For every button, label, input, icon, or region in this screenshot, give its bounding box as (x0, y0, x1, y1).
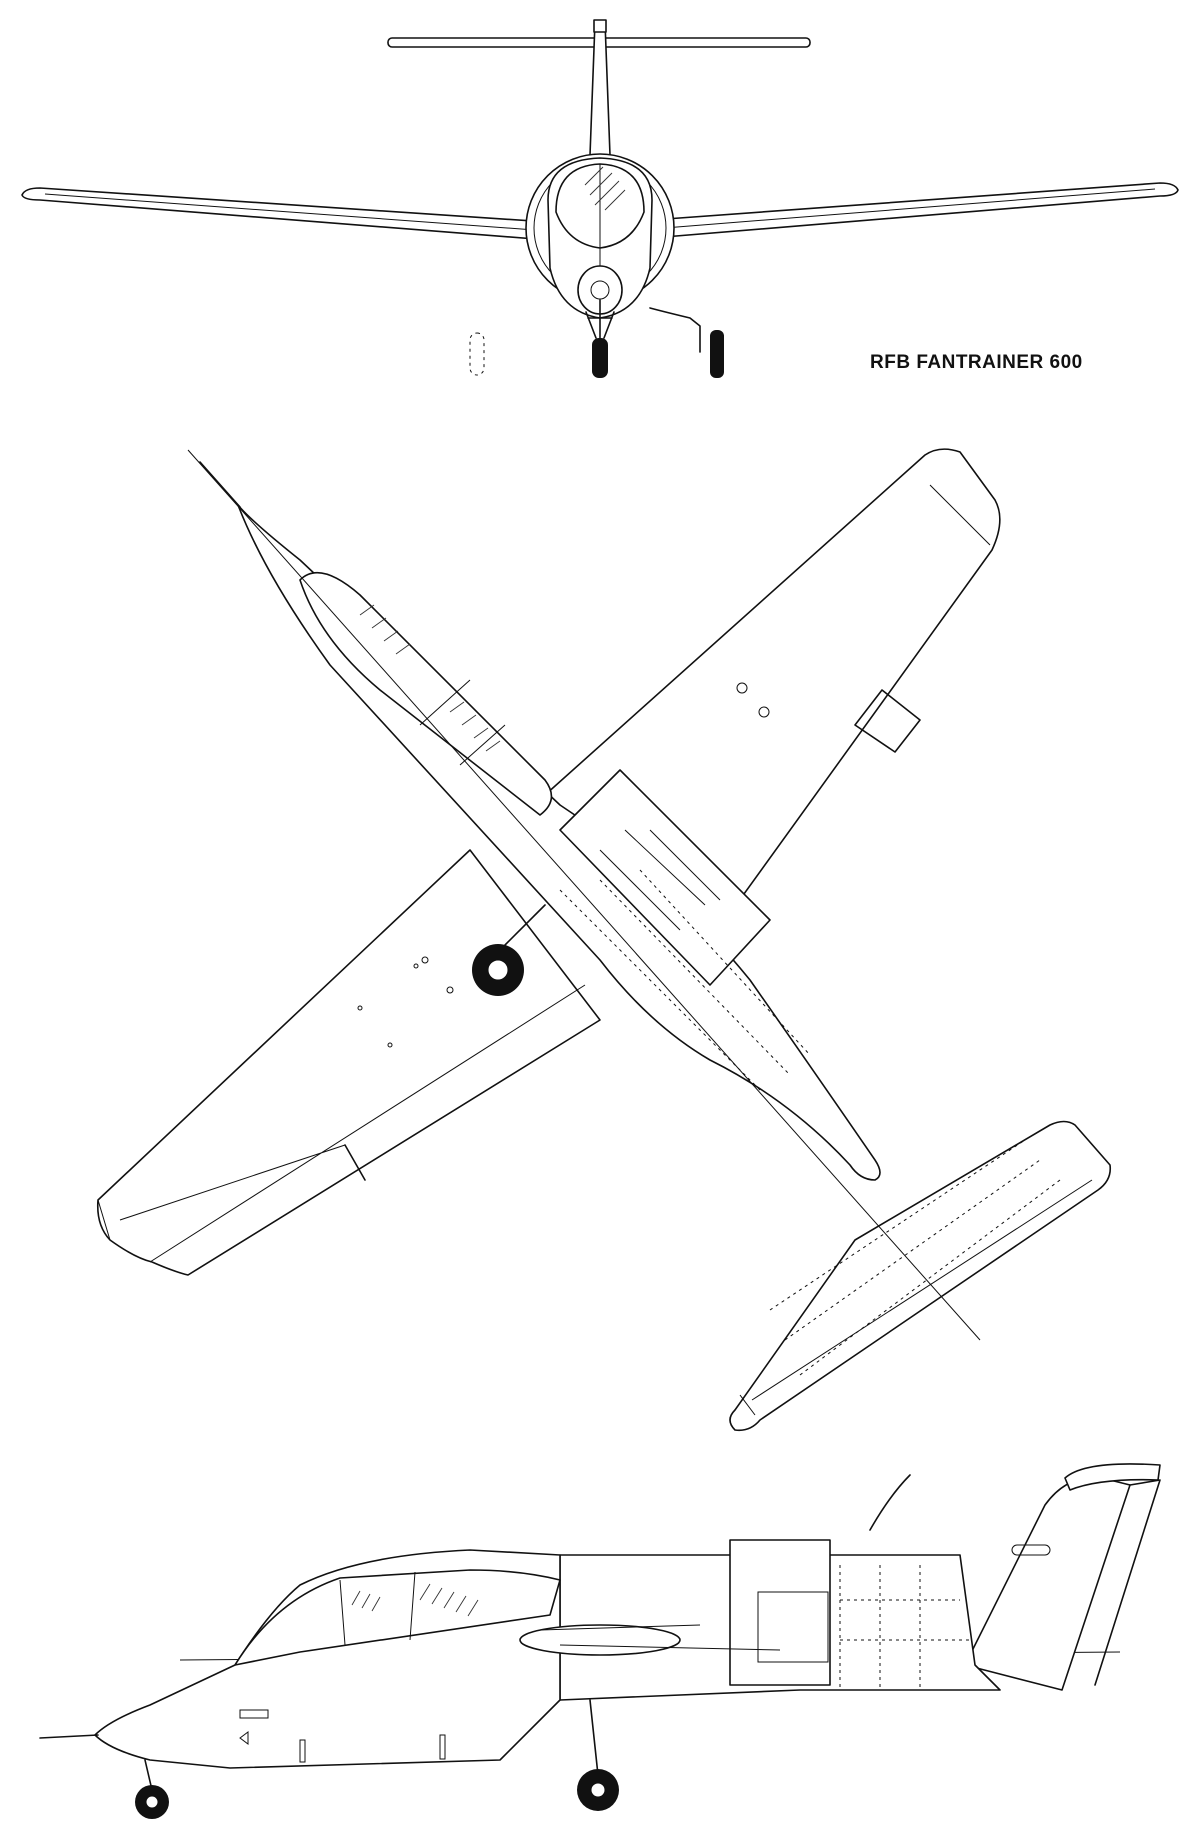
side-fan-housing (730, 1540, 830, 1685)
plan-view (98, 449, 1111, 1430)
plan-tailplane (730, 1122, 1110, 1431)
front-nose-wheel (592, 338, 608, 378)
plan-wing-left (98, 850, 600, 1275)
side-fin (965, 1478, 1130, 1690)
front-wing-left (22, 188, 548, 240)
front-main-wheel (710, 330, 724, 378)
drawing-title: RFB FANTRAINER 600 (870, 352, 1083, 373)
front-view (22, 20, 1178, 378)
side-canopy (235, 1570, 560, 1665)
side-wing-root (520, 1625, 680, 1655)
front-wing-right (652, 183, 1178, 238)
plan-fan-duct (560, 770, 770, 985)
side-view (40, 1464, 1160, 1819)
plan-canopy (300, 573, 551, 815)
